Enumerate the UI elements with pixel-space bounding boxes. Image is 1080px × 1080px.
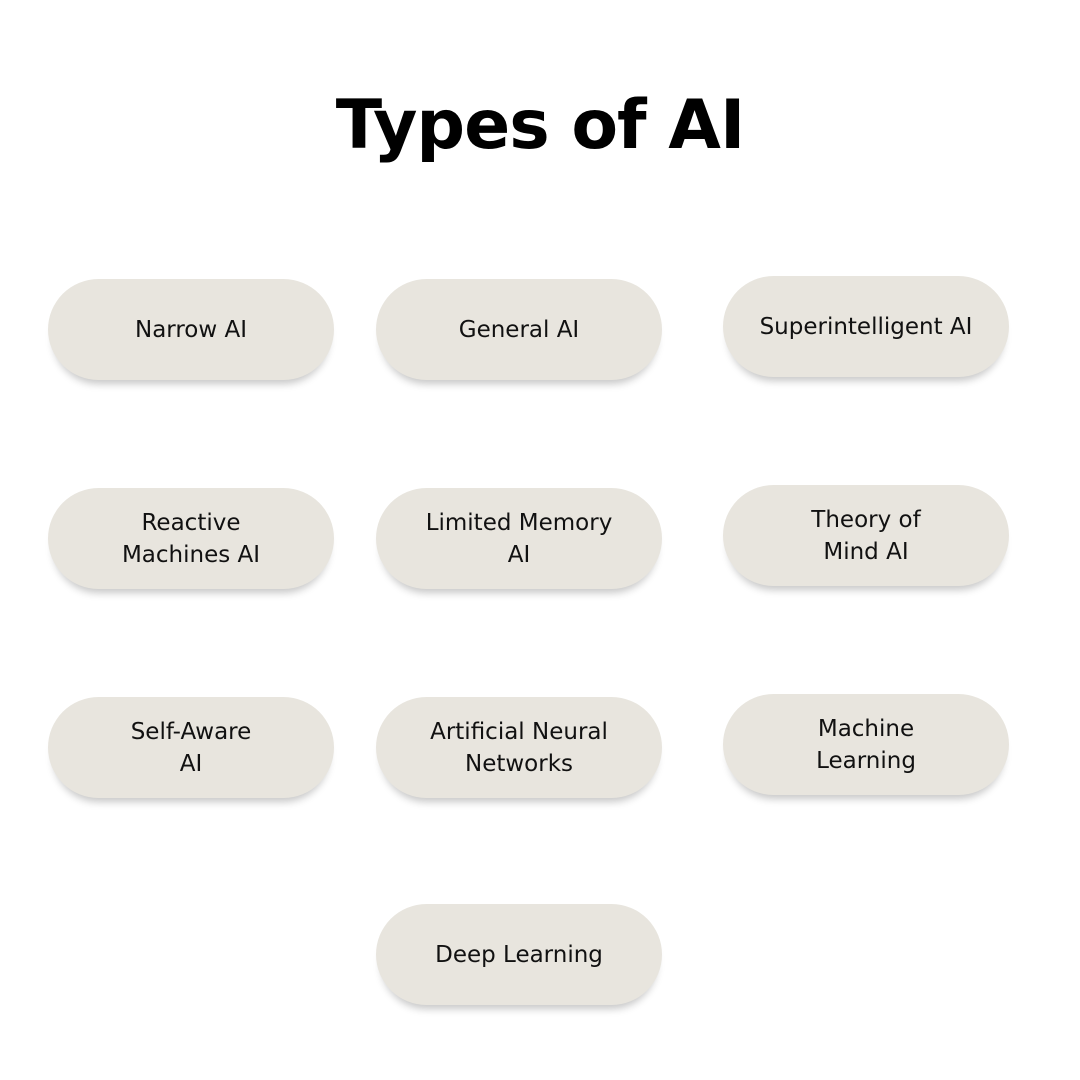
ai-type-deep-learning: Deep Learning xyxy=(376,904,662,1005)
ai-type-label: Deep Learning xyxy=(435,941,603,968)
ai-type-reactive-machines-ai: Reactive Machines AI xyxy=(48,488,334,589)
ai-type-self-aware-ai: Self-Aware AI xyxy=(48,697,334,798)
ai-type-theory-of-mind-ai: Theory of Mind AI xyxy=(723,485,1009,586)
ai-type-narrow-ai: Narrow AI xyxy=(48,279,334,380)
ai-type-label: Superintelligent AI xyxy=(759,313,973,340)
ai-type-label: Narrow AI xyxy=(134,316,247,343)
ai-type-label: Machine Learning xyxy=(816,715,916,774)
ai-type-label: Reactive Machines AI xyxy=(121,509,261,568)
ai-type-artificial-neural-networks: Artificial Neural Networks xyxy=(376,697,662,798)
ai-type-label: Theory of Mind AI xyxy=(811,506,921,565)
ai-type-label: Limited Memory AI xyxy=(425,509,613,568)
ai-type-label: Self-Aware AI xyxy=(130,718,252,777)
ai-type-general-ai: General AI xyxy=(376,279,662,380)
page-title: Types of AI xyxy=(335,86,746,165)
ai-type-superintelligent-ai: Superintelligent AI xyxy=(723,276,1009,377)
ai-type-machine-learning: Machine Learning xyxy=(723,694,1009,795)
ai-type-limited-memory-ai: Limited Memory AI xyxy=(376,488,662,589)
ai-type-label: Artificial Neural Networks xyxy=(430,718,608,777)
ai-type-label: General AI xyxy=(458,316,580,343)
